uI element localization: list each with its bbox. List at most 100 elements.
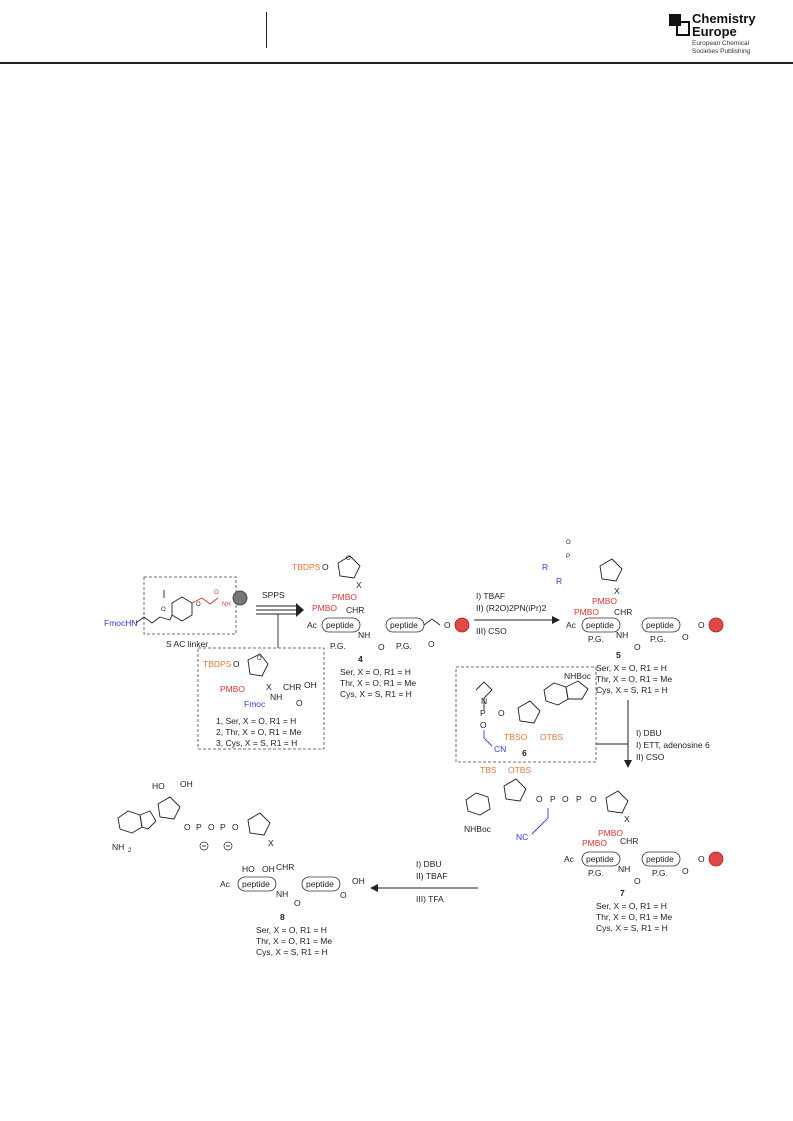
c4-x-label: X: [356, 580, 362, 590]
compound-5-number: 5: [616, 650, 621, 660]
compound-8-number: 8: [280, 912, 285, 922]
c4-nh-label: NH: [358, 630, 370, 640]
c5-nh-label: NH: [616, 630, 628, 640]
c8-acid-oh: OH: [352, 876, 365, 886]
c8-ribose-ring-2: [247, 812, 271, 836]
c7-pmbo-label: PMBO: [582, 838, 607, 848]
linker-amide-chain: [191, 597, 219, 605]
c8-o1: O: [184, 822, 191, 832]
c7-resin-icon: [708, 851, 724, 867]
c8-nh2-subscript: 2: [128, 848, 132, 854]
c8-ac-label: Ac: [220, 879, 231, 889]
bb-nh-label: NH: [270, 692, 282, 702]
c8-chr1-label: CHR: [276, 862, 294, 872]
c8-p2: P: [220, 822, 226, 832]
c5-variant-thr: Thr, X = O, R1 = Me: [596, 674, 672, 684]
c8-nh2-label: NH: [112, 842, 124, 852]
brand-title: Chemistry Europe: [692, 12, 756, 38]
c7-nh-label: NH: [618, 864, 630, 874]
bb-o-label: O: [233, 659, 240, 669]
compound-4: TBDPS O O X PMBO PMBO CHR Ac peptide NH …: [292, 555, 470, 699]
linker-amide-o: O: [214, 590, 219, 596]
linker-chain: [135, 616, 161, 624]
c4-chr1-label: CHR: [346, 605, 364, 615]
compound-2-label: 2, Thr, X = O, R1 = Me: [216, 727, 302, 737]
c4-o-label: O: [322, 562, 329, 572]
c4-peptide-2: peptide: [390, 620, 418, 630]
c8-peptide-2: peptide: [306, 879, 334, 889]
c8-adenine-ring: [117, 810, 143, 834]
c8-x-label: X: [268, 838, 274, 848]
fmoc-hn-label: FmocHN: [104, 618, 138, 628]
c6-diisopropyl: [475, 681, 493, 710]
c8-o3: O: [232, 822, 239, 832]
c7-pg-1: P.G.: [588, 868, 604, 878]
adenosine-6-box: N P O CN O NHBoc TBSO OTBS 6: [455, 666, 597, 763]
c7-cyanoethyl: [531, 808, 549, 835]
brand-title-line2: Europe: [692, 24, 737, 39]
step1-cso: III) CSO: [476, 626, 507, 636]
step3-tbaf: II) TBAF: [416, 871, 448, 881]
c7-ester-o2: O: [698, 854, 705, 864]
c6-ester-o: O: [498, 708, 505, 718]
c7-chr1-label: CHR: [620, 836, 638, 846]
c7-p1: P: [550, 794, 556, 804]
c5-ester-o2: O: [698, 620, 705, 630]
linker-label: S AC linker: [166, 639, 208, 649]
building-block-box: TBDPS O O PMBO X CHR OH Fmoc NH O 1, Ser…: [197, 647, 325, 750]
c7-peptide-2: peptide: [646, 854, 674, 864]
c6-cyanoethyl: [483, 730, 493, 747]
c7-x-label: X: [624, 814, 630, 824]
c6-nhboc-label: NHBoc: [564, 671, 592, 681]
compound-4-number: 4: [358, 654, 363, 664]
c8-ho2-label: HO: [242, 864, 255, 874]
c5-variant-ser: Ser, X = O, R1 = H: [596, 663, 667, 673]
linker-amide-nh: NH: [222, 602, 231, 608]
c4-tbdps-label: TBDPS: [292, 562, 321, 572]
c7-o1: O: [536, 794, 543, 804]
sac-linker-structure: FmocHN O O O NH S AC linker: [104, 576, 248, 649]
c5-x-label: X: [614, 586, 620, 596]
c5-ester-o: O: [682, 632, 689, 642]
c6-p-label: P: [480, 708, 486, 718]
c6-cn-label: CN: [494, 744, 506, 754]
step2-dbu: I) DBU: [636, 728, 662, 738]
c5-ac-label: Ac: [566, 620, 577, 630]
compound-1-label: 1, Ser, X = O, R1 = H: [216, 716, 296, 726]
c5-r2o-label: R: [542, 562, 548, 572]
arrow-5-to-7: I) DBU I) ETT, adenosine 6 II) CSO: [596, 700, 710, 768]
c7-otbs-label: OTBS: [508, 765, 531, 775]
bb-oh-label: OH: [304, 680, 317, 690]
c8-acid-o: O: [340, 890, 347, 900]
c8-peptide-1: peptide: [242, 879, 270, 889]
bb-carbonyl-o: O: [296, 698, 303, 708]
c4-ester-bond: [423, 618, 441, 626]
c7-ac-label: Ac: [564, 854, 575, 864]
c7-peptide-1: peptide: [586, 854, 614, 864]
linker-ether-o: O: [196, 602, 201, 608]
c6-sugar-ring: [517, 700, 541, 724]
c7-variant-cys: Cys, X = S, R1 = H: [596, 923, 668, 933]
c8-adenine-ring-2: [139, 810, 157, 830]
c5-top-o: O: [566, 540, 571, 546]
c5-pmbo2-label: PMBO: [592, 596, 617, 606]
c4-pmbo2-label: PMBO: [332, 592, 357, 602]
c8-variant-thr: Thr, X = O, R1 = Me: [256, 936, 332, 946]
c4-carbonyl-o: O: [378, 642, 385, 652]
c7-o3: O: [590, 794, 597, 804]
bb-chr1-label: CHR: [283, 682, 301, 692]
compound-8: HO OH NH 2 O P O P O X HO OH CHR Ac pept…: [112, 779, 365, 957]
step3-dbu: I) DBU: [416, 859, 442, 869]
building-block-dashed-box: [197, 647, 325, 750]
c4-ester-o2: O: [444, 620, 451, 630]
bb-pmbo-label: PMBO: [220, 684, 245, 694]
spps-label: SPPS: [262, 590, 285, 600]
c5-pg-1: P.G.: [588, 634, 604, 644]
c4-ac-label: Ac: [307, 620, 318, 630]
c5-r2o2-label: R: [556, 576, 562, 586]
brand-subtitle: European Chemical Societies Publishing: [692, 40, 750, 56]
compound-7-number: 7: [620, 888, 625, 898]
c5-carbonyl-o: O: [634, 642, 641, 652]
step3-tfa: III) TFA: [416, 894, 444, 904]
